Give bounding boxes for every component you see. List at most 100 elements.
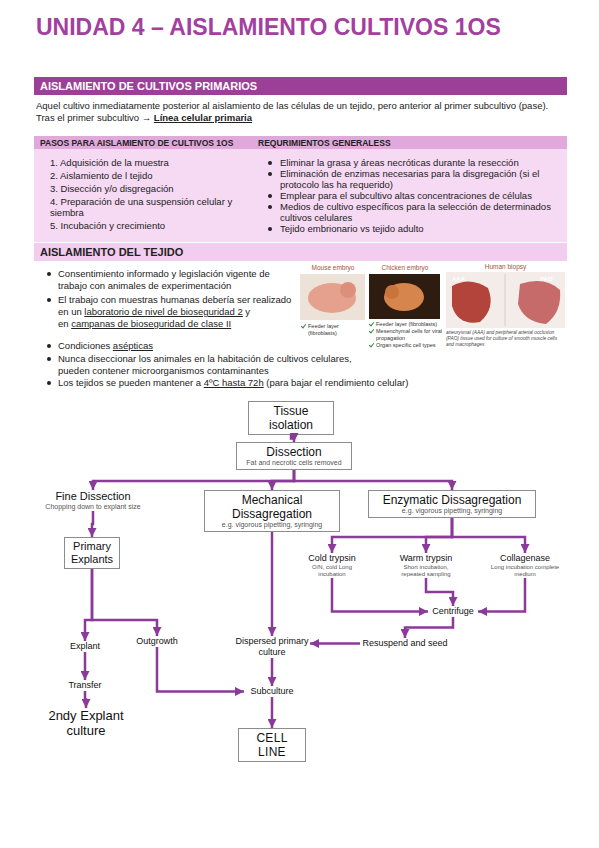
node-text: Transfer [60,680,110,691]
text-block: Feeder layer (fibroblasts) [369,321,443,328]
node-subtext: Medios de cultivo específicos para la se… [258,201,561,223]
label-text: Human biopsy [485,263,527,270]
node-subtext: Eliminación de enzimas necesarias para l… [258,168,561,190]
label-text: Feeder layer (fibroblasts) [376,321,437,327]
process-box: Enzymatic Dissagregatione.g. vigorous pi… [368,490,536,518]
label-text: aneurysmal (AAA) and peripheral arterial… [446,330,557,347]
label-text: (para bajar el rendimiento celular) [266,377,408,388]
node-text: Dissection [240,445,348,459]
bullet-item: Consentimiento informado y legislación v… [44,268,298,292]
flow-arrow [93,470,294,490]
chicken-embryo-shape [384,283,424,311]
label-text: Los tejidos se pueden mantener a [58,377,201,388]
mouse-embryo-shape [308,283,356,313]
image-title: Human biopsy [446,263,565,271]
flow-arrow [272,470,294,490]
node-subtext: 4. Preparación de una suspensión celular… [40,196,246,218]
node-text: CELL LINE [242,731,302,759]
flow-arrow [294,470,452,490]
process-box: Primary Explants [64,537,120,569]
table-header-cell: PASOS PARA AISLAMIENTO DE CULTIVOS 1OS [34,136,252,150]
text-block: PAO [540,276,564,283]
page-title: UNIDAD 4 – AISLAMIENTO CULTIVOS 1OS [36,14,501,41]
process-step: CollagenaseLong incubation complete medi… [490,553,560,578]
process-box: DissectionFat and necrotic cells removed [236,442,352,470]
node-text: Tissue isolation [252,404,330,432]
process-step: Transfer [60,680,110,691]
node-text: 2ndy Explant culture [40,708,132,738]
text-block: aneurysmal (AAA) and peripheral arterial… [446,330,566,348]
node-text: Mechanical Dissagregation [208,493,336,521]
node-subtext: Long incubation complete medium [490,564,560,578]
image-title: Chicken embryo [369,264,441,272]
node-text: Warm trypsin [394,553,458,564]
node-text: Cold trypsin [300,553,364,564]
flow-arrow [478,578,525,612]
node-text: Primary Explants [68,540,116,566]
label-text: Consentimiento informado y legislación v… [58,268,270,291]
node-text: REQURIMIENTOS GENERALESS [258,138,561,148]
process-step: Outgrowth [130,636,184,647]
node-text: Subculture [244,686,300,697]
node-subtext: Tejido embrionario vs tejido adulto [258,223,561,234]
node-text: PASOS PARA AISLAMIENTO DE CULTIVOS 1OS [40,138,246,148]
node-text: Dispersed primary culture [234,636,310,658]
flow-arrow [291,435,294,442]
label-text: Chicken embryo [382,264,429,271]
flow-arrow [85,691,86,708]
node-subtext: O/N, cold Long incubation [300,564,364,578]
table-body-cell: 1. Adquisición de la muestra 2. Aislamien… [34,149,252,242]
flow-arrow [84,652,87,680]
label-text: PAO [540,276,553,282]
node-text: Collagenase [490,553,560,564]
terminal-box: CELL LINE [238,728,306,762]
process-step: Warm trypsinShort incubation, repeated s… [394,553,458,578]
label-text: Feeder layer (fibroblasts) [308,323,339,336]
node-subtext: e.g. vigorous pipetting, syringing [208,521,336,529]
node-text: Fine Dissection [42,490,144,503]
process-step: Resuspend and seed [360,638,450,649]
label-text: AAA [452,276,465,282]
flow-arrow [271,658,274,686]
process-step: Fine DissectionChopping down to explant … [42,490,144,511]
text-block: AAA [452,276,482,283]
label-text: Organ specific cell types [376,342,436,348]
flow-arrow [271,532,274,636]
label-text: Mesenchymal cells for viral propagation [376,328,442,341]
node-subtext: e.g. vigorous pipetting, syringing [372,507,532,515]
node-text: 1. Adquisición de la muestra [40,157,246,168]
label-text: Condiciones [58,340,110,351]
emphasis-text: campanas de bioseguridad de clase II [71,318,231,329]
node-subtext: 5. Incubación y crecimiento [40,220,246,231]
flow-arrow [310,642,360,645]
node-text: Eliminar la grasa y áreas necróticas dur… [258,157,561,168]
photo-divider [505,274,506,326]
table-body-cell: Eliminar la grasa y áreas necróticas dur… [252,149,567,242]
bullet-item: Nunca diseccionar los animales en la hab… [44,353,374,377]
process-step: 2ndy Explant culture [40,708,132,738]
text-block: Feeder layer (fibroblasts) [301,323,369,336]
flow-arrow [426,578,453,606]
table-header-cell: REQURIMIENTOS GENERALESS [252,136,567,150]
process-step: Explant [60,641,110,652]
chicken-photo [369,274,440,319]
flow-arrow [271,697,274,728]
emphasis-text: Línea celular primaria [154,112,252,123]
biopsy-tissue-pao [518,281,560,324]
flow-arrow [405,617,453,638]
flow-arrow [92,511,93,537]
flow-arrow [85,569,92,641]
mouse-photo [300,274,365,320]
flow-arrow [92,569,157,636]
node-text: Outgrowth [130,636,184,647]
node-subtext: 3. Disección y/o disgregación [40,183,246,194]
process-step: Centrifuge [428,606,478,617]
node-text: AISLAMIENTO DE CULTIVOS PRIMARIOS [40,80,561,92]
bullet-item: El trabajo con muestras humanas debería … [44,294,298,330]
flow-arrow [332,578,428,612]
image-title: Mouse embryo [300,264,366,272]
node-subtext: 2. Aislamiento de l tejido [40,170,246,181]
label-text: Aquel cultivo inmediatamente posterior a… [36,100,548,123]
bullet-item: Condicionesasépticas [44,340,298,352]
